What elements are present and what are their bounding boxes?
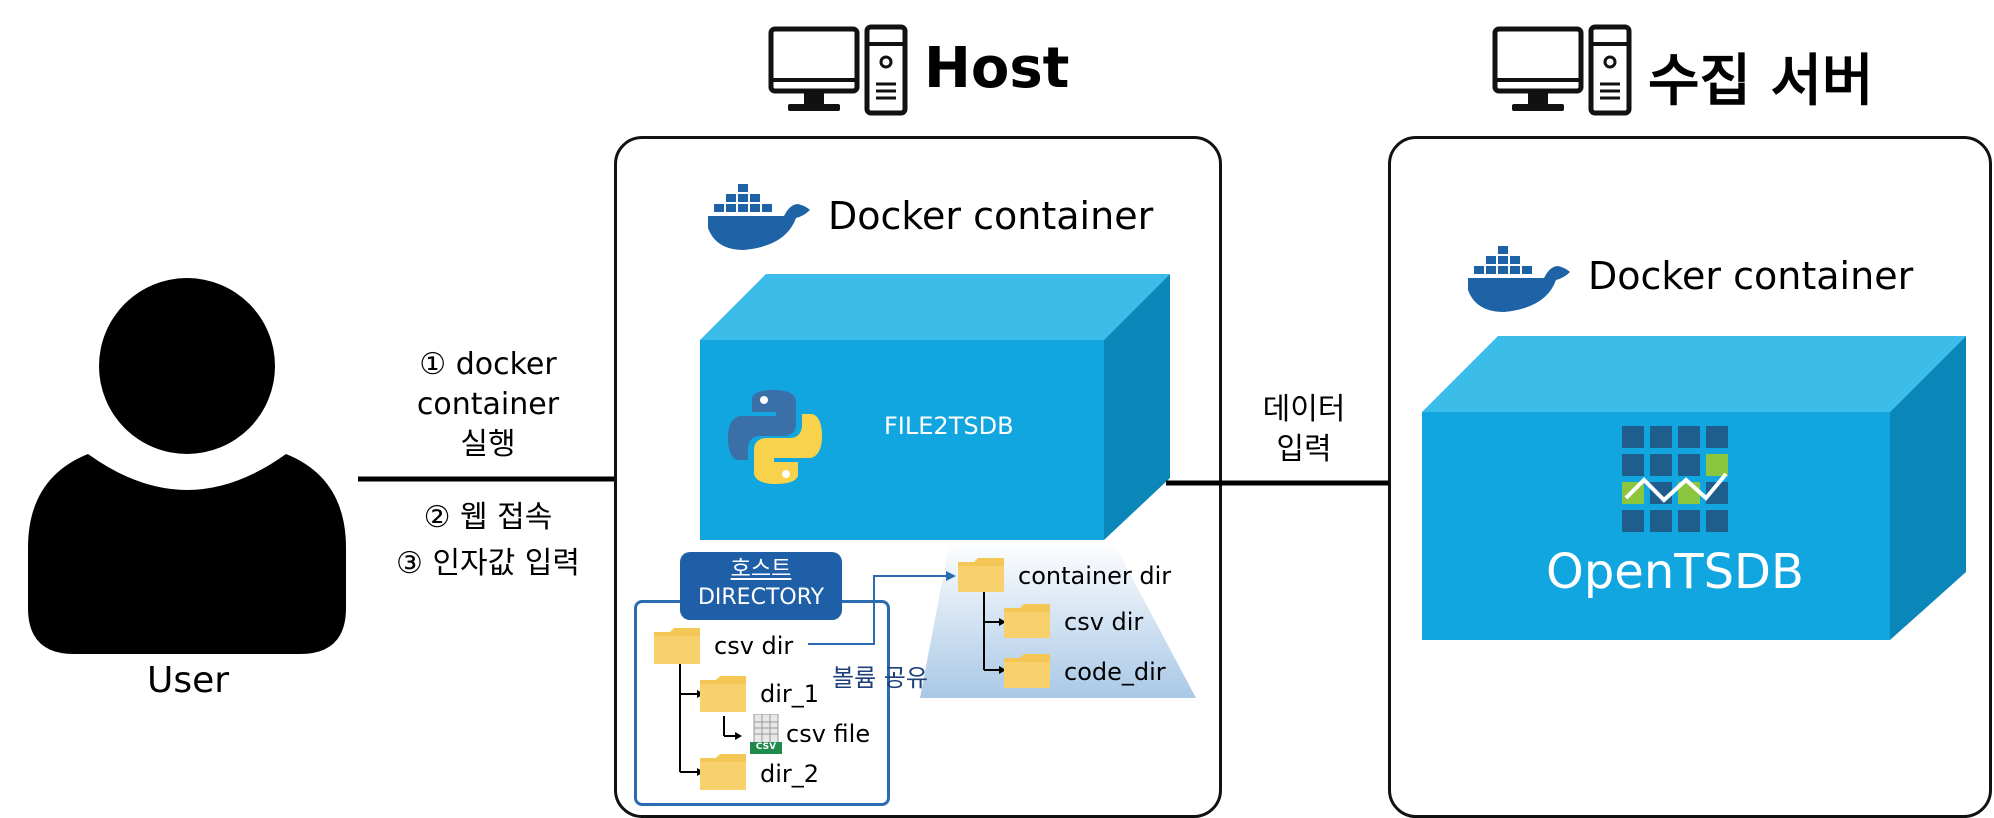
python-logo-icon: [728, 390, 822, 484]
opentsdb-logo-icon: [1622, 426, 1728, 532]
pc-tower-icon: [864, 24, 908, 116]
host-directory-badge-line2: DIRECTORY: [697, 585, 825, 610]
folder-icon: [1004, 604, 1050, 638]
docker-whale-icon: [708, 184, 810, 250]
volume-share-label: 볼륨 공유: [832, 664, 928, 692]
docker-container-label-host: Docker container: [828, 194, 1154, 238]
host-directory-badge: 호스트 DIRECTORY: [680, 552, 842, 620]
step1-line3: 실행: [460, 427, 516, 462]
folder-icon: [1004, 654, 1050, 688]
csv-file-icon: [750, 714, 782, 754]
host-dir2-label: dir_2: [760, 760, 820, 788]
folder-icon: [700, 676, 746, 712]
folder-icon: [958, 558, 1004, 592]
step1-text: ① docker container 실행: [388, 345, 588, 465]
volume-share-connector: [808, 571, 956, 645]
docker-container-label-server: Docker container: [1588, 254, 1914, 298]
step3-text: ③ 인자값 입력: [396, 546, 580, 581]
host-directory-badge-line1: 호스트: [730, 557, 792, 582]
step1-line1: ① docker: [419, 347, 557, 382]
data-input-line1: 데이터: [1262, 392, 1346, 427]
host-dir1-label: dir_1: [760, 680, 820, 708]
container-tree-lines: [983, 584, 1006, 674]
container-code-dir-label: code_dir: [1064, 658, 1166, 686]
monitor-icon: [1492, 26, 1584, 111]
csv-file-icon-text: CSV: [755, 742, 777, 752]
container-csv-dir-label: csv dir: [1064, 608, 1144, 636]
server-title: 수집 서버: [1648, 49, 1874, 114]
container-dir-label: container dir: [1018, 562, 1172, 590]
user-icon: [28, 278, 346, 654]
file2tsdb-label: FILE2TSDB: [884, 412, 1014, 440]
pc-tower-icon: [1588, 24, 1632, 116]
host-to-server-arrow: [1166, 471, 1424, 495]
host-header: Host: [768, 24, 1069, 119]
host-csv-file-label: csv file: [786, 720, 871, 748]
data-input-text: 데이터 입력: [1244, 390, 1364, 470]
opentsdb-cube: [1422, 336, 1966, 640]
docker-whale-icon: [1468, 246, 1570, 312]
data-input-line2: 입력: [1276, 432, 1332, 467]
step2-text: ② 웹 접속: [423, 500, 553, 535]
opentsdb-label: OpenTSDB: [1546, 544, 1804, 600]
step1-line2: container: [416, 387, 560, 422]
folder-icon: [654, 628, 700, 664]
host-csv-dir-label: csv dir: [714, 632, 794, 660]
monitor-icon: [768, 26, 860, 111]
user-label: User: [146, 660, 230, 701]
folder-icon: [700, 754, 746, 790]
host-title: Host: [924, 36, 1070, 101]
server-header: 수집 서버: [1492, 24, 1892, 119]
